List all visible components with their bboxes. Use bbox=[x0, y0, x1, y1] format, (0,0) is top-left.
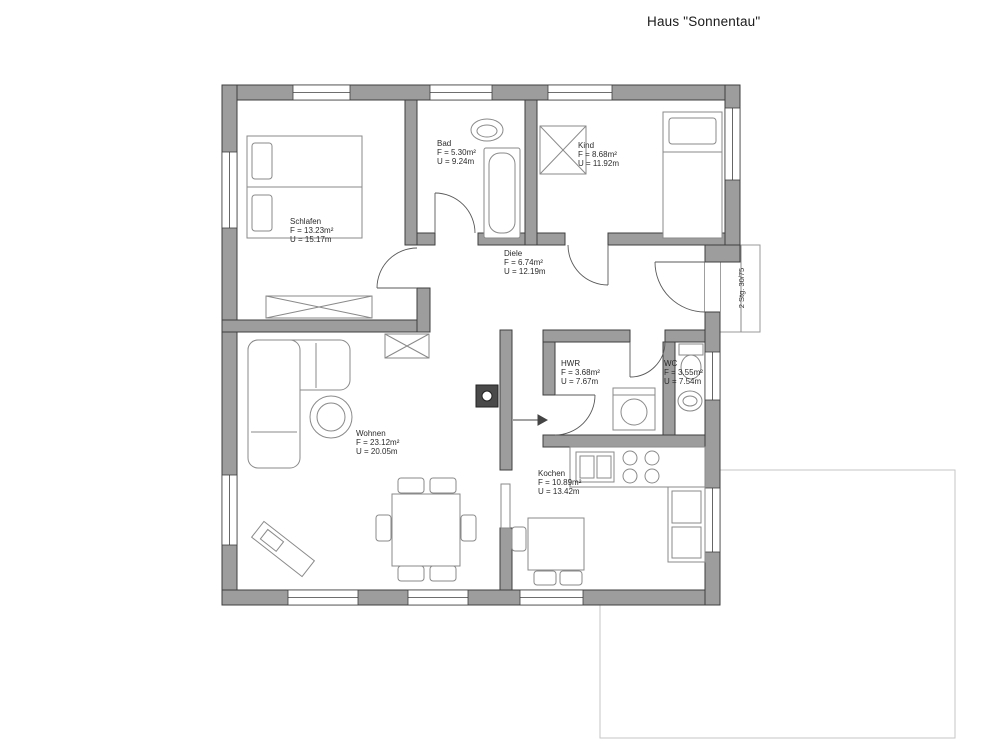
room-area: F = 10.89m² bbox=[538, 478, 582, 487]
window-icon bbox=[221, 151, 238, 229]
washbasin-icon bbox=[470, 118, 504, 142]
washbasin-icon bbox=[677, 390, 703, 412]
room-perimeter: U = 12.19m bbox=[504, 267, 546, 276]
window-icon bbox=[724, 107, 741, 181]
room-name: HWR bbox=[561, 359, 580, 368]
room-label-hwr: HWR F = 3.68m² U = 7.67m bbox=[561, 359, 600, 386]
door-bad-icon bbox=[434, 192, 476, 234]
window-icon bbox=[519, 589, 584, 606]
room-perimeter: U = 7.54m bbox=[664, 377, 701, 386]
windows bbox=[221, 84, 741, 606]
room-area: F = 3.68m² bbox=[561, 368, 600, 377]
room-name: WC bbox=[664, 359, 678, 368]
direction-arrow-icon bbox=[513, 414, 549, 426]
coffee-table-icon bbox=[309, 395, 353, 439]
corner-sofa-icon bbox=[247, 339, 351, 469]
room-perimeter: U = 20.05m bbox=[356, 447, 398, 456]
room-name: Kind bbox=[578, 141, 594, 150]
room-label-schlafen: Schlafen F = 13.23m² U = 15.17m bbox=[290, 217, 334, 244]
window-icon bbox=[292, 84, 351, 101]
room-label-wohnen: Wohnen F = 23.12m² U = 20.05m bbox=[356, 429, 400, 456]
room-perimeter: U = 15.17m bbox=[290, 235, 332, 244]
wardrobe-icon bbox=[539, 125, 587, 175]
washing-machine-icon bbox=[612, 387, 656, 431]
entrance-door-opening bbox=[705, 261, 720, 313]
room-perimeter: U = 11.92m bbox=[578, 159, 619, 168]
stairs-label: 2 Stg. 30/75 bbox=[737, 268, 746, 308]
room-perimeter: U = 7.67m bbox=[561, 377, 598, 386]
door-hwr-icon bbox=[554, 394, 596, 436]
furniture bbox=[246, 111, 723, 586]
bathtub-icon bbox=[483, 147, 521, 239]
room-label-kochen: Kochen F = 10.89m² U = 13.42m bbox=[538, 469, 582, 496]
door-wc-icon bbox=[629, 341, 666, 378]
room-area: F = 3.55m² bbox=[664, 368, 703, 377]
entrance-door-icon bbox=[654, 261, 706, 313]
room-area: F = 13.23m² bbox=[290, 226, 334, 235]
room-label-wc: WC F = 3.55m² U = 7.54m bbox=[664, 359, 703, 386]
window-icon bbox=[429, 84, 493, 101]
door-kind-icon bbox=[567, 244, 609, 286]
doors bbox=[376, 192, 706, 529]
window-icon bbox=[704, 487, 721, 553]
window-icon bbox=[704, 351, 721, 401]
fridge-icon bbox=[667, 486, 706, 563]
chimney-icon bbox=[475, 384, 499, 408]
room-label-bad: Bad F = 5.30m² U = 9.24m bbox=[437, 139, 476, 166]
window-icon bbox=[547, 84, 613, 101]
window-icon bbox=[407, 589, 469, 606]
sink-icon bbox=[575, 451, 615, 483]
kitchen-table-icon bbox=[511, 517, 585, 586]
room-area: F = 5.30m² bbox=[437, 148, 476, 157]
room-perimeter: U = 9.24m bbox=[437, 157, 474, 166]
room-area: F = 6.74m² bbox=[504, 258, 543, 267]
plan-title: Haus "Sonnentau" bbox=[647, 14, 761, 29]
room-name: Bad bbox=[437, 139, 451, 148]
room-name: Kochen bbox=[538, 469, 565, 478]
room-labels: Schlafen F = 13.23m² U = 15.17m Bad F = … bbox=[290, 139, 746, 496]
door-schlafen-icon bbox=[376, 247, 418, 289]
room-label-diele: Diele F = 6.74m² U = 12.19m bbox=[504, 249, 546, 276]
room-area: F = 23.12m² bbox=[356, 438, 400, 447]
wardrobe-icon bbox=[265, 295, 373, 319]
dining-table-icon bbox=[375, 477, 477, 582]
room-name: Schlafen bbox=[290, 217, 321, 226]
toilet-icon bbox=[678, 343, 704, 380]
room-name: Wohnen bbox=[356, 429, 386, 438]
single-bed-icon bbox=[662, 111, 723, 239]
room-area: F = 8.68m² bbox=[578, 150, 617, 159]
sideboard-icon bbox=[384, 333, 430, 359]
tv-bench-icon bbox=[250, 520, 316, 578]
stove-icon bbox=[622, 450, 660, 484]
sliding-door-icon bbox=[500, 483, 511, 529]
window-icon bbox=[287, 589, 359, 606]
room-label-kind: Kind F = 8.68m² U = 11.92m bbox=[578, 141, 619, 168]
window-icon bbox=[221, 474, 238, 546]
double-bed-icon bbox=[246, 135, 363, 239]
terrace-outline bbox=[599, 469, 956, 739]
room-name: Diele bbox=[504, 249, 523, 258]
room-perimeter: U = 13.42m bbox=[538, 487, 580, 496]
